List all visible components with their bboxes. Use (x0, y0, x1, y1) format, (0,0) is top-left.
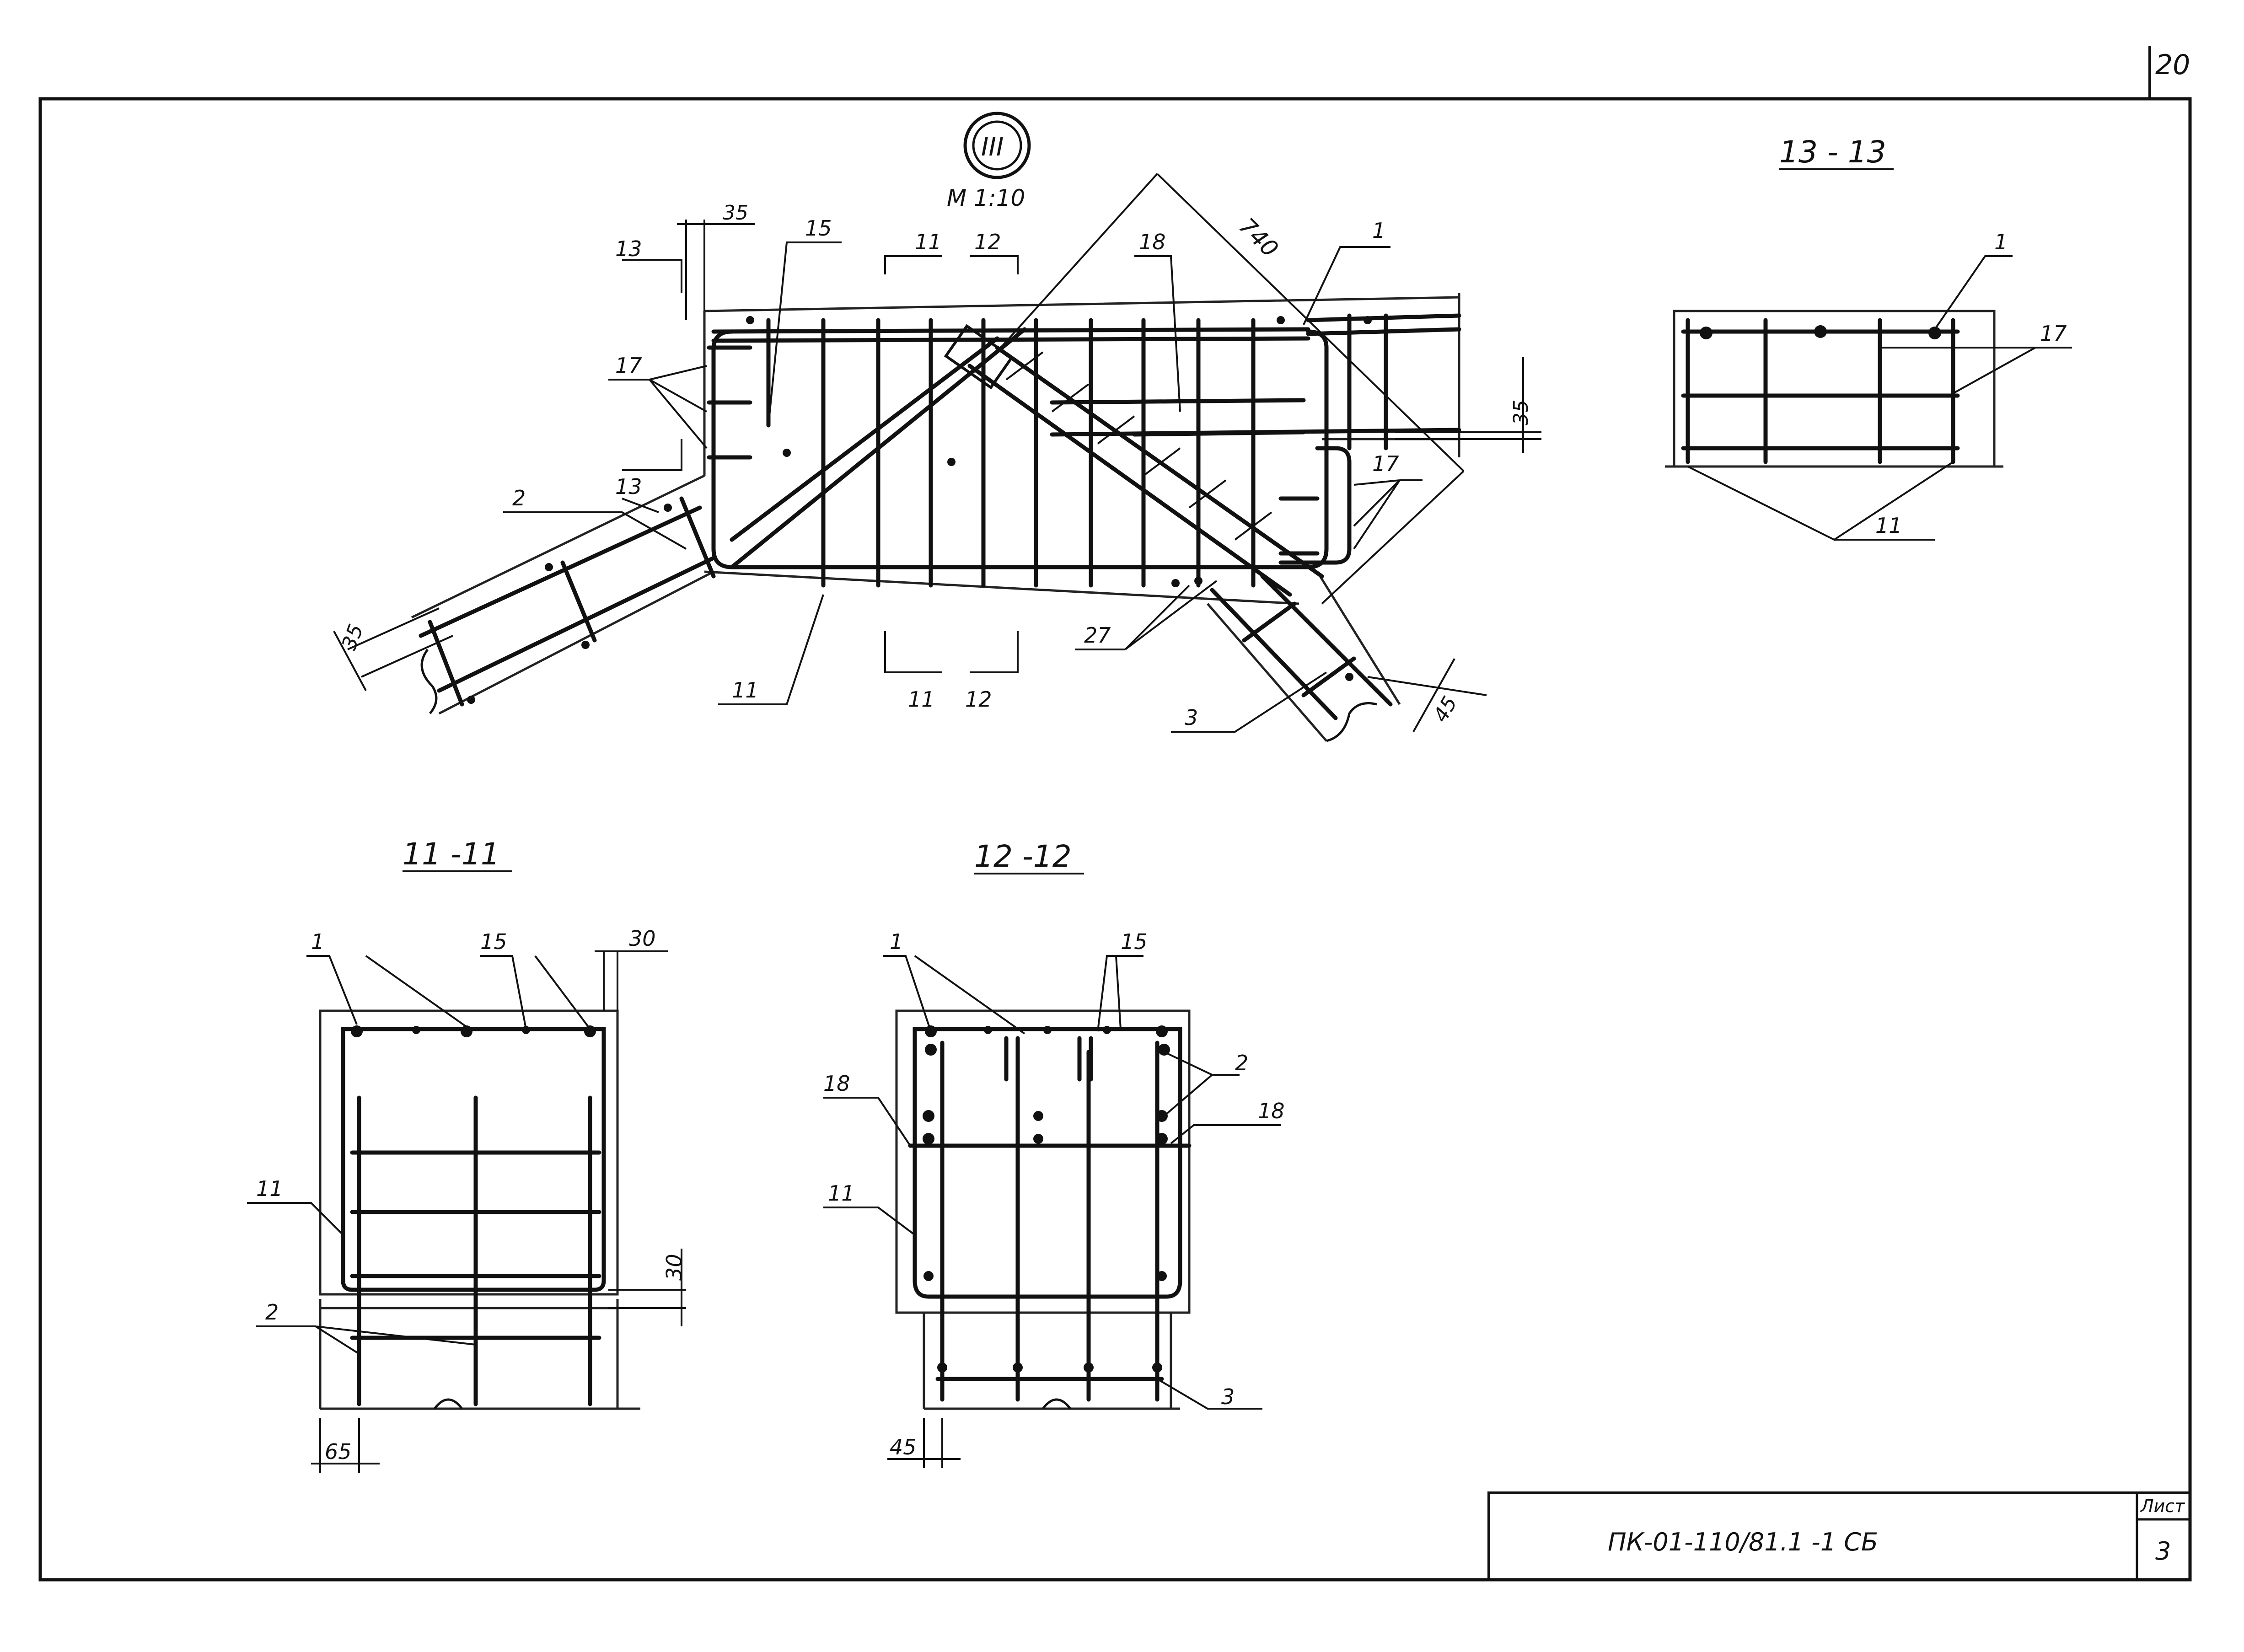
callout-17-right: 17 (1372, 451, 1399, 476)
section-13-callout-11: 11 (1875, 513, 1902, 538)
section-11-dim-mid: 30 (662, 1254, 687, 1281)
cut-12-top: 12 (974, 230, 1001, 254)
dim-left-cover: 35 (338, 621, 368, 653)
section-11-dim-bottom: 65 (325, 1439, 352, 1464)
diagonal-strut (944, 324, 1324, 597)
node-marker: III (981, 132, 1004, 162)
section-13-callout-1: 1 (1994, 230, 2008, 254)
section-12-callout-3: 3 (1221, 1384, 1235, 1409)
stirrups (766, 313, 1388, 588)
section-11-callout-1: 1 (311, 929, 324, 954)
sheet-frame (38, 46, 2192, 1582)
sheet-label: Лист (2140, 1496, 2185, 1516)
callout-2: 2 (512, 486, 526, 510)
node-view-leaders (503, 241, 1423, 733)
sheet-number: 3 (2155, 1537, 2171, 1566)
section-12-callout-11: 11 (828, 1181, 855, 1206)
section-11-11 (247, 870, 686, 1473)
section-13-callout-17: 17 (2040, 321, 2067, 346)
section-12-12 (823, 873, 1281, 1468)
inclined-member-left (411, 474, 716, 715)
node-view-dimensions (333, 173, 1541, 732)
cut-13-bottom: 13 (615, 474, 642, 499)
section-12-callout-1: 1 (890, 929, 903, 954)
dim-bottom-right-cover: 45 (1429, 692, 1462, 726)
callout-27: 27 (1084, 623, 1111, 648)
title-block (1487, 1491, 2191, 1581)
cut-11-top: 11 (915, 230, 942, 254)
callout-17-left: 17 (615, 353, 642, 378)
section-11-callout-2: 2 (265, 1300, 279, 1325)
section-13-13 (1665, 168, 2072, 541)
cut-13-top: 13 (615, 236, 642, 261)
callout-1: 1 (1372, 218, 1385, 243)
section-12-callout-18-right: 18 (1258, 1099, 1285, 1123)
section-12-title: 12 -12 (974, 839, 1072, 874)
drawing-designation: ПК-01-110/81.1 -1 СБ (1608, 1528, 1878, 1556)
section-11-dim-top: 30 (629, 926, 656, 951)
section-12-dim-bottom: 45 (890, 1435, 917, 1459)
cut-11-bottom: 11 (908, 687, 935, 712)
callout-15: 15 (805, 216, 832, 241)
node-view (411, 112, 1461, 742)
dim-top-cover: 35 (723, 201, 748, 225)
section-12-callout-15: 15 (1121, 929, 1148, 954)
callout-3: 3 (1185, 705, 1198, 730)
node-scale: М 1:10 (947, 185, 1025, 211)
section-12-callout-18-left: 18 (823, 1071, 850, 1096)
callout-11: 11 (732, 678, 759, 703)
section-11-callout-15: 15 (480, 929, 507, 954)
cut-12-bottom: 12 (965, 687, 992, 712)
inclined-member-right (1207, 571, 1401, 742)
page-number: 20 (2155, 49, 2190, 81)
section-12-callout-2: 2 (1235, 1051, 1248, 1075)
callout-18: 18 (1139, 230, 1166, 254)
dim-right-cover: 35 (1509, 400, 1533, 425)
section-13-title: 13 - 13 (1779, 134, 1886, 170)
section-11-callout-11: 11 (256, 1176, 283, 1201)
section-11-title: 11 -11 (403, 837, 500, 872)
